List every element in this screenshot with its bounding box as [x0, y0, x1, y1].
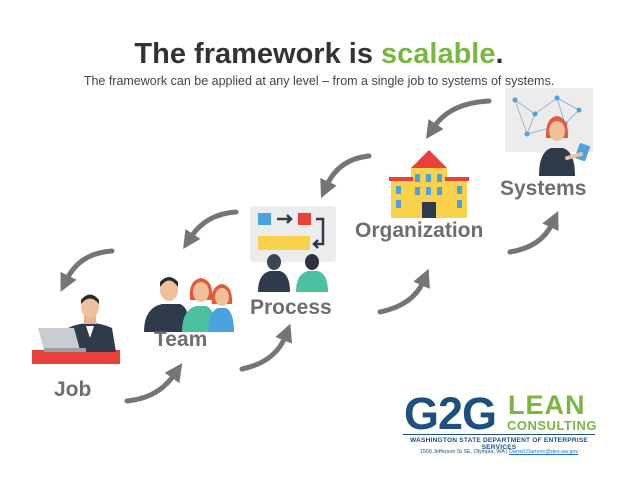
email-link[interactable]: Darrell.Damron@des.wa.gov [508, 449, 579, 455]
logo-department: WASHINGTON STATE DEPARTMENT OF ENTERPRIS… [409, 437, 589, 451]
page-subtitle: The framework can be applied at any leve… [83, 74, 555, 88]
process-board-icon [250, 206, 336, 292]
address-text: 1500 Jefferson St SE, Olympia, WA | [419, 449, 509, 455]
level-label-team: Team [154, 328, 208, 351]
title-text: The framework is [134, 38, 382, 70]
person-at-laptop-icon [32, 294, 120, 364]
title-accent: scalable [381, 38, 496, 70]
level-label-process: Process [250, 296, 332, 319]
team-group-icon [144, 277, 234, 332]
systems-network-icon [505, 88, 593, 176]
page-title: The framework is scalable. [0, 38, 638, 71]
title-suffix: . [495, 38, 504, 70]
down-arrow-1 [426, 98, 492, 139]
logo-lean: LEAN [508, 390, 586, 420]
level-label-systems: Systems [500, 177, 587, 200]
building-icon [389, 150, 469, 218]
level-label-job: Job [54, 378, 92, 401]
down-arrow-4 [60, 248, 115, 292]
level-label-organization: Organization [355, 219, 484, 242]
up-arrow-2 [239, 323, 293, 372]
up-arrow-4 [507, 211, 559, 255]
logo-consulting: CONSULTING [507, 418, 597, 433]
down-arrow-3 [183, 209, 239, 250]
up-arrow-3 [377, 268, 430, 315]
logo-divider [403, 434, 595, 435]
logo-brand: G2G [404, 388, 497, 439]
logo-address: 1500 Jefferson St SE, Olympia, WA | Darr… [403, 449, 595, 455]
up-arrow-1 [124, 363, 183, 404]
down-arrow-2 [320, 153, 372, 199]
